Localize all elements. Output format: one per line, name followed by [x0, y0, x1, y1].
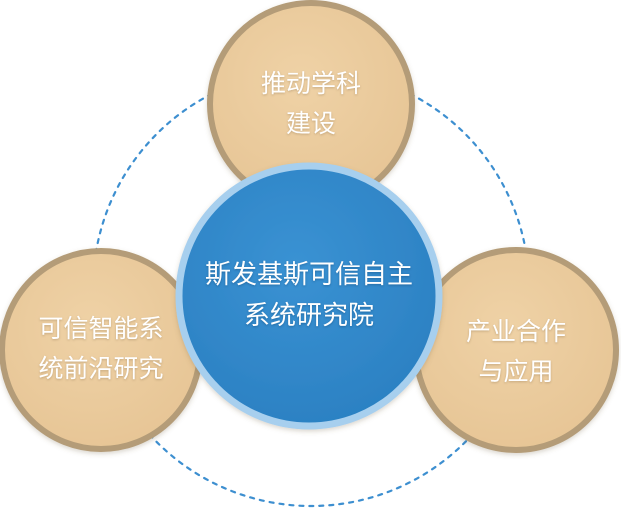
center-circle [175, 162, 443, 430]
node-right-circle [413, 247, 619, 453]
node-left-circle [0, 248, 203, 452]
